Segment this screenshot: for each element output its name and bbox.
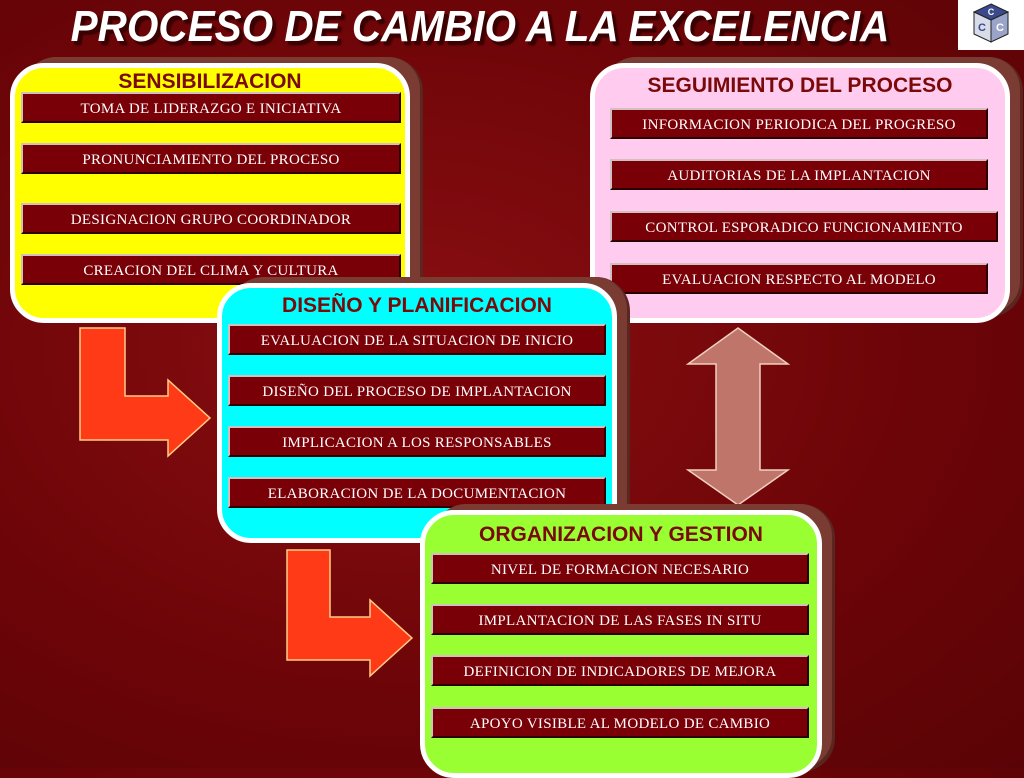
logo: C C C xyxy=(958,0,1024,50)
page-title: PROCESO DE CAMBIO A LA EXCELENCIA xyxy=(70,2,890,51)
list-item: APOYO VISIBLE AL MODELO DE CAMBIO xyxy=(431,707,809,738)
card-sensibilizacion: SENSIBILIZACION TOMA DE LIDERAZGO E INIC… xyxy=(10,63,410,323)
list-item: DISEÑO DEL PROCESO DE IMPLANTACION xyxy=(228,375,606,406)
card-organizacion: ORGANIZACION Y GESTION NIVEL DE FORMACIO… xyxy=(420,510,822,778)
list-item: CREACION DEL CLIMA Y CULTURA xyxy=(21,254,401,285)
card-title-sensibilizacion: SENSIBILIZACION xyxy=(118,70,302,93)
arrow-sensibilizacion-to-diseno xyxy=(79,327,212,458)
card-title-seguimiento: SEGUIMIENTO DEL PROCESO xyxy=(647,74,953,97)
card-diseno: DISEÑO Y PLANIFICACION EVALUACION DE LA … xyxy=(217,283,617,543)
list-item: EVALUACION RESPECTO AL MODELO xyxy=(610,263,988,294)
card-seguimiento: SEGUIMIENTO DEL PROCESO INFORMACION PERI… xyxy=(590,63,1010,323)
list-item: CONTROL ESPORADICO FUNCIONAMIENTO xyxy=(610,211,998,242)
list-item: PRONUNCIAMIENTO DEL PROCESO xyxy=(21,143,401,174)
list-item: IMPLANTACION DE LAS FASES IN SITU xyxy=(431,604,809,635)
card-title-organizacion: ORGANIZACION Y GESTION xyxy=(479,523,763,546)
list-item: EVALUACION DE LA SITUACION DE INICIO xyxy=(228,324,606,355)
svg-text:C: C xyxy=(978,22,986,34)
svg-text:C: C xyxy=(988,7,995,17)
double-arrow-seguimiento-organizacion xyxy=(685,327,791,506)
list-item: DEFINICION DE INDICADORES DE MEJORA xyxy=(431,655,809,686)
arrow-diseno-to-organizacion xyxy=(286,549,414,678)
list-item: ELABORACION DE LA DOCUMENTACION xyxy=(228,477,606,508)
list-item: INFORMACION PERIODICA DEL PROGRESO xyxy=(610,108,988,139)
list-item: AUDITORIAS DE LA IMPLANTACION xyxy=(610,159,988,190)
svg-text:C: C xyxy=(996,22,1004,34)
card-title-diseno: DISEÑO Y PLANIFICACION xyxy=(282,294,552,317)
list-item: TOMA DE LIDERAZGO E INICIATIVA xyxy=(21,92,401,123)
list-item: NIVEL DE FORMACION NECESARIO xyxy=(431,553,809,584)
cube-logo-icon: C C C xyxy=(972,3,1010,43)
list-item: IMPLICACION A LOS RESPONSABLES xyxy=(228,426,606,457)
list-item: DESIGNACION GRUPO COORDINADOR xyxy=(21,203,401,234)
